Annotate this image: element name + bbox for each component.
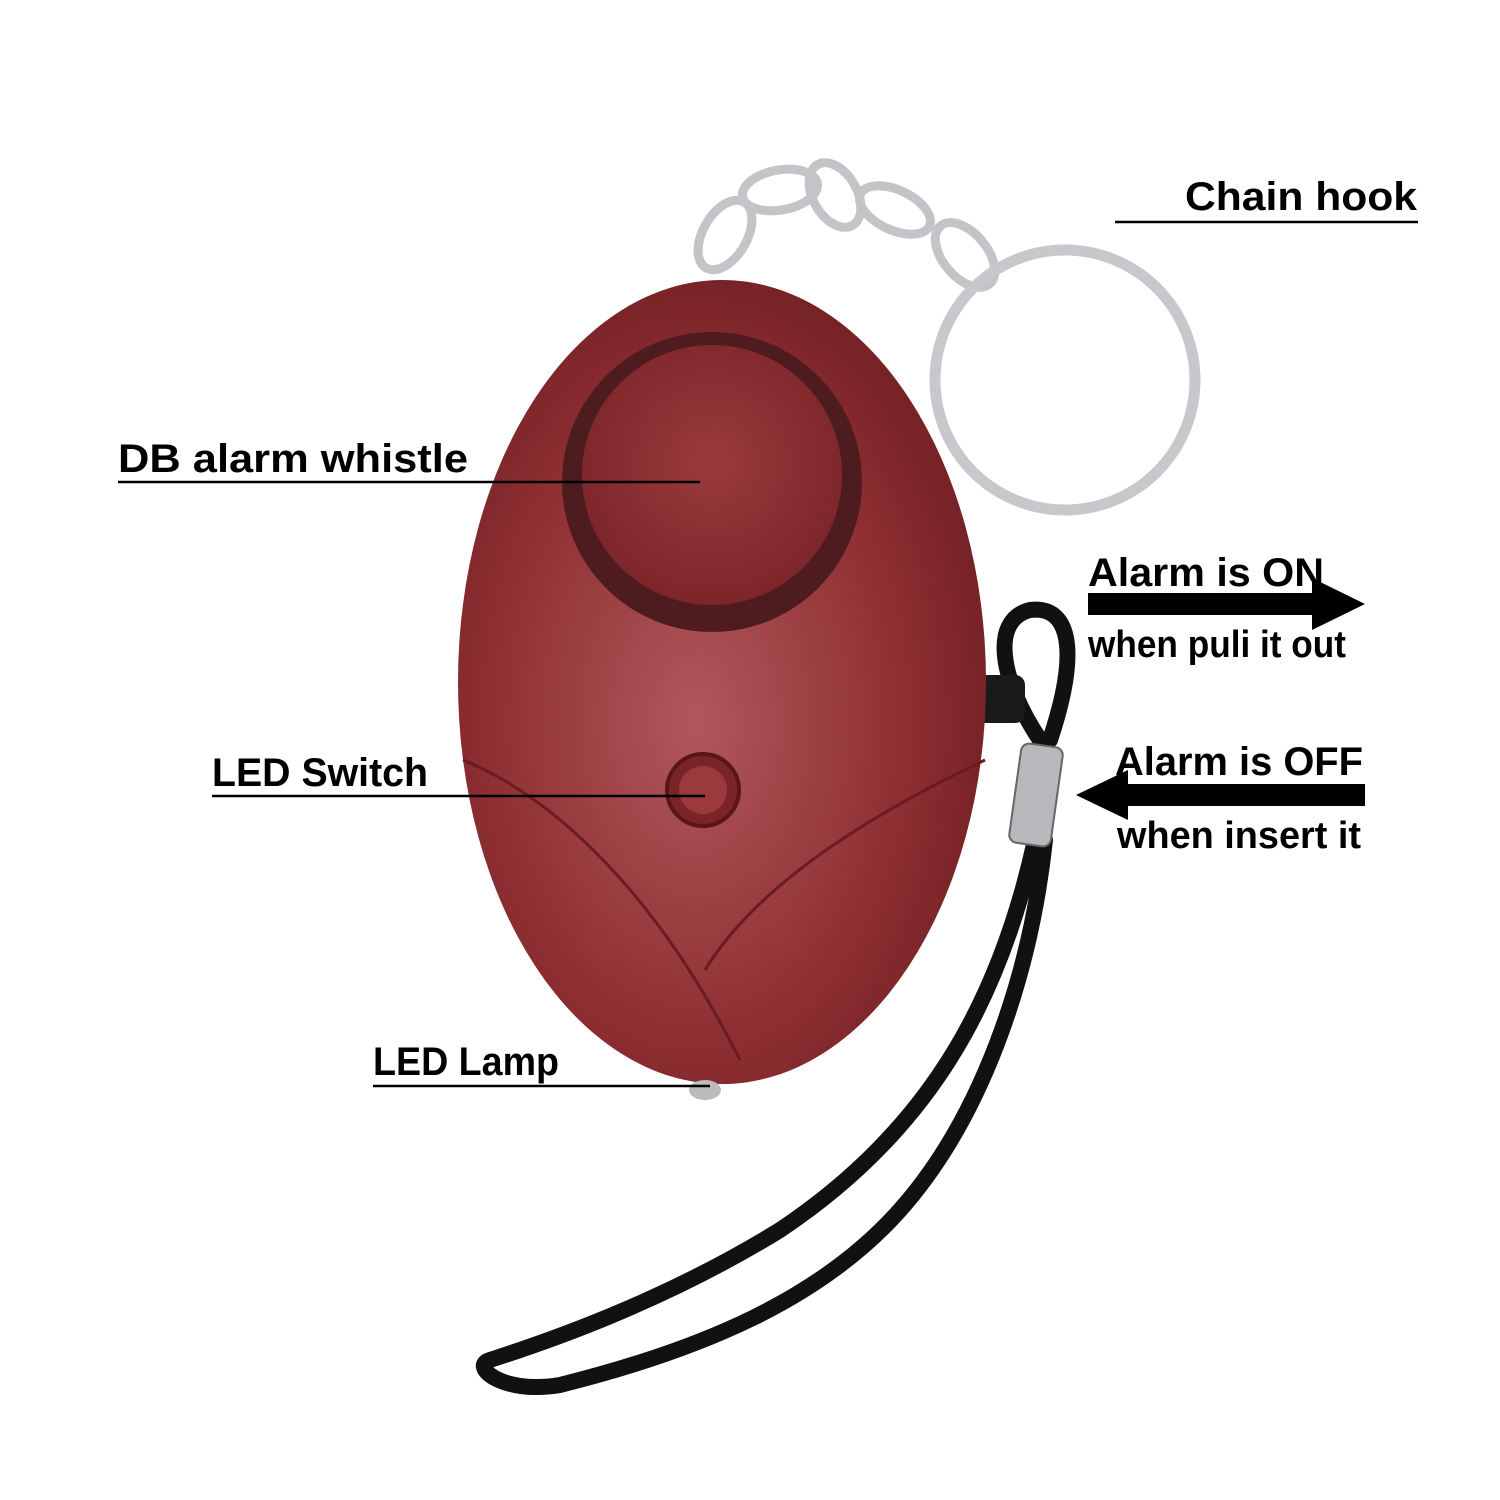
label-alarm-on: Alarm is ON — [1088, 551, 1324, 595]
label-alarm-off: Alarm is OFF — [1115, 740, 1363, 784]
led-switch-inner — [679, 766, 727, 814]
arrow-right-icon — [1088, 578, 1365, 630]
label-alarm-whistle: DB alarm whistle — [118, 437, 468, 481]
whistle-button — [582, 345, 842, 605]
key-ring — [929, 244, 1201, 516]
lanyard-pin-cap — [1008, 742, 1064, 848]
label-alarm-on-sub: when puli it out — [1087, 624, 1346, 666]
led-lamp — [689, 1080, 721, 1100]
chain-links — [693, 158, 1000, 292]
label-led-switch: LED Switch — [212, 751, 428, 795]
label-led-lamp: LED Lamp — [373, 1040, 559, 1084]
label-chain-hook: Chain hook — [1185, 175, 1418, 219]
body-seams — [462, 758, 986, 1061]
arrow-left-icon — [1076, 770, 1365, 820]
label-alarm-off-sub: when insert it — [1116, 815, 1361, 857]
leader-lines — [118, 220, 1418, 1088]
